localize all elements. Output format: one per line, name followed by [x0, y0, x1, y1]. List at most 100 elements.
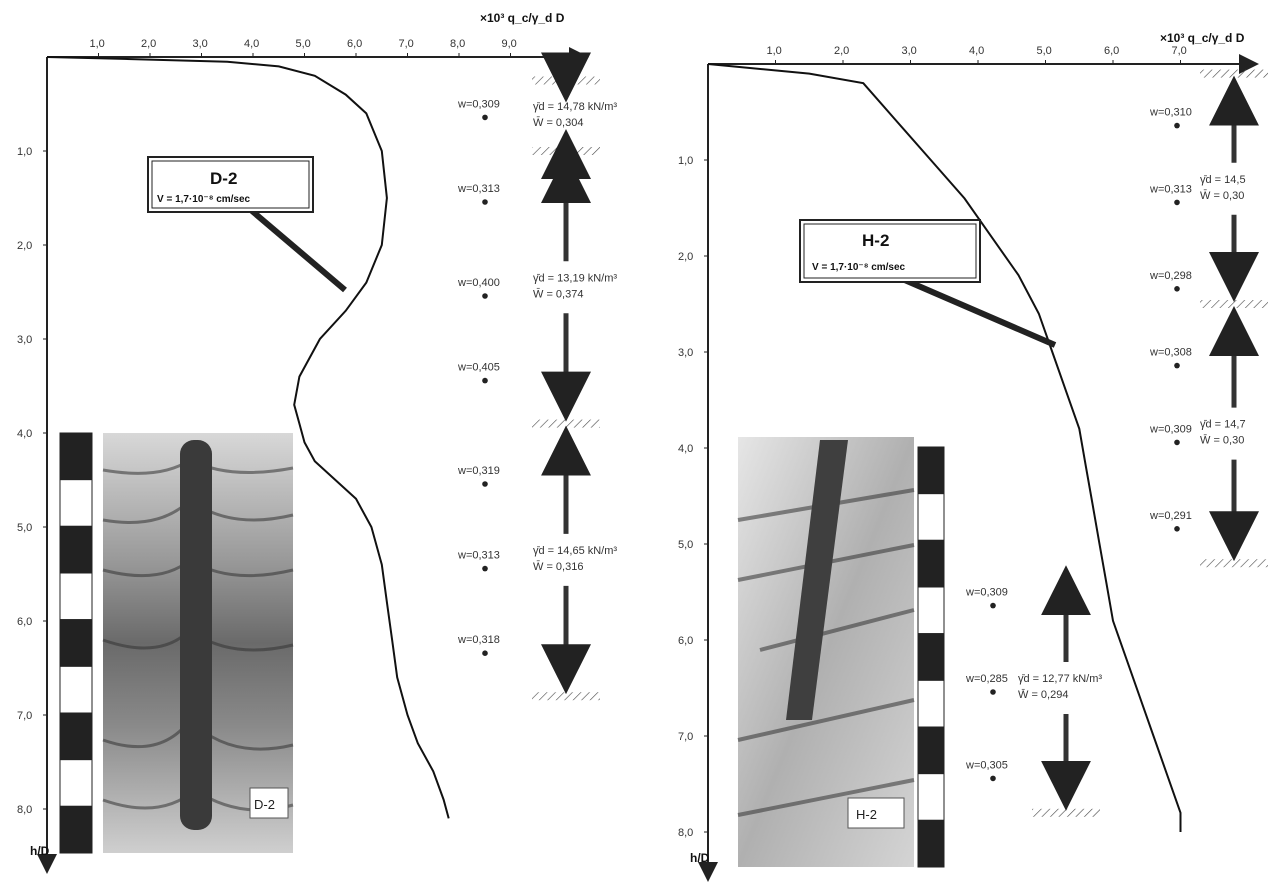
- scale-bar-h2: [917, 446, 945, 868]
- photo-label-h2: H-2: [856, 807, 877, 822]
- moisture-point: [1174, 362, 1180, 369]
- moisture-point: [482, 565, 488, 572]
- x-tick-label: 1,0: [90, 38, 105, 50]
- moisture-label: w=0,400: [457, 277, 500, 289]
- scale-block: [917, 493, 945, 541]
- layer-moisture: W̄ = 0,374: [533, 288, 583, 301]
- moisture-label: w=0,309: [457, 98, 500, 110]
- label-box-d2: D-2 V = 1,7·10⁻⁸ cm/sec: [147, 156, 347, 293]
- y-axis-label-h2: h/D: [690, 851, 710, 865]
- scale-block: [59, 805, 93, 854]
- y-tick-label: 4,0: [17, 428, 32, 440]
- scale-block: [917, 819, 945, 868]
- x-tick-label: 3,0: [902, 45, 917, 57]
- moisture-point: [482, 481, 488, 487]
- layer-boundary: [1200, 69, 1268, 78]
- scale-block: [59, 525, 93, 574]
- layer-density: γ̄d = 14,5: [1200, 174, 1246, 186]
- box-subtitle-d2: V = 1,7·10⁻⁸ cm/sec: [157, 194, 251, 205]
- layer-moisture: W̄ = 0,30: [1200, 434, 1244, 447]
- moisture-label: w=0,313: [457, 550, 500, 562]
- moisture-label: w=0,298: [1149, 270, 1192, 282]
- moisture-point: [482, 293, 488, 299]
- x-tick-label: 7,0: [399, 38, 414, 50]
- moisture-point: [990, 689, 996, 695]
- box-subtitle-h2: V = 1,7·10⁻⁸ cm/sec: [812, 262, 906, 273]
- moisture-point: [482, 650, 488, 656]
- layer-moisture: W̄ = 0,304: [533, 116, 583, 129]
- layer-density: γ̄d = 14,7: [1200, 419, 1246, 431]
- y-tick-label: 5,0: [17, 522, 32, 534]
- x-tick-label: 8,0: [450, 38, 465, 50]
- layer-boundary: [532, 692, 600, 701]
- scale-block: [59, 759, 93, 807]
- moisture-point: [1174, 526, 1180, 532]
- moisture-points-d2: w=0,309 w=0,313 w=0,400 w=0,405 w=0,319 w=0,3…: [457, 98, 500, 656]
- y-tick-label: 2,0: [678, 251, 693, 263]
- moisture-point: [482, 199, 488, 205]
- y-tick-label: 1,0: [17, 146, 32, 158]
- moisture-point: [990, 602, 996, 609]
- moisture-label: w=0,310: [1149, 107, 1192, 119]
- moisture-label: w=0,318: [457, 634, 500, 646]
- x-ticks-h2: 1,0 2,0 3,0 4,0 5,0 6,0 7,0: [767, 45, 1187, 64]
- x-tick-label: 5,0: [1037, 45, 1052, 57]
- y-tick-label: 8,0: [17, 804, 32, 816]
- layer-boundary: [1200, 300, 1268, 308]
- moisture-label: w=0,313: [1149, 183, 1192, 195]
- x-tick-label: 3,0: [193, 38, 208, 50]
- scale-block: [917, 679, 945, 728]
- scale-block: [917, 586, 945, 635]
- scale-block: [917, 539, 945, 588]
- layer-moisture: W̄ = 0,294: [1018, 688, 1068, 701]
- moisture-label: w=0,308: [1149, 347, 1192, 359]
- scale-block: [59, 619, 93, 667]
- x-tick-label: 2,0: [834, 45, 849, 57]
- core-photo-d2: D-2: [102, 433, 294, 853]
- moisture-point: [1174, 286, 1180, 292]
- x-tick-label: 4,0: [969, 45, 984, 57]
- y-tick-label: 4,0: [678, 443, 693, 455]
- y-tick-label: 8,0: [678, 827, 693, 839]
- layer-boundary: [1032, 808, 1100, 817]
- y-tick-label: 7,0: [678, 731, 693, 743]
- y-tick-label: 7,0: [17, 710, 32, 722]
- y-tick-label: 5,0: [678, 539, 693, 551]
- scale-block: [59, 712, 93, 761]
- moisture-label: w=0,313: [457, 183, 500, 195]
- moisture-point: [990, 775, 996, 782]
- moisture-label: w=0,291: [1149, 510, 1192, 522]
- scale-block: [59, 572, 93, 621]
- photo-label-d2: D-2: [254, 797, 275, 812]
- moisture-point: [1174, 122, 1180, 129]
- y-tick-label: 6,0: [17, 616, 32, 628]
- scale-block: [917, 633, 945, 681]
- layer-boundary: [1200, 559, 1268, 568]
- moisture-label: w=0,405: [457, 362, 500, 374]
- panel-h2: H-2 ×10³ q_c/γ_d D h/D 1,0 2,0 3,0 4,0 5,0 6,…: [678, 31, 1268, 882]
- x-tick-label: 4,0: [244, 38, 259, 50]
- label-box-h2: H-2 V = 1,7·10⁻⁸ cm/sec: [799, 219, 1057, 348]
- x-tick-label: 7,0: [1172, 45, 1187, 57]
- layer-density: γ̄d = 13,19 kN/m³: [533, 272, 617, 284]
- moisture-points-h2: w=0,310w=0,313w=0,298w=0,308w=0,309w=0,2…: [965, 107, 1192, 782]
- x-tick-label: 6,0: [1104, 45, 1119, 57]
- scale-block: [917, 446, 945, 495]
- y-ticks-h2: 1,0 2,0 3,0 4,0 5,0 6,0 7,0 8,0: [678, 155, 708, 839]
- core-photo-h2: H-2: [737, 437, 915, 867]
- layer-moisture: W̄ = 0,316: [533, 560, 583, 573]
- x-tick-label: 6,0: [347, 38, 362, 50]
- y-tick-label: 6,0: [678, 635, 693, 647]
- y-tick-label: 3,0: [678, 347, 693, 359]
- x-tick-label: 1,0: [767, 45, 782, 57]
- moisture-label: w=0,319: [457, 465, 500, 477]
- y-tick-label: 1,0: [678, 155, 693, 167]
- box-title-h2: H-2: [862, 231, 889, 250]
- scale-block: [917, 773, 945, 821]
- resistance-curve-h2: [707, 63, 1182, 832]
- x-axis-label-h2: ×10³ q_c/γ_d D: [1160, 31, 1245, 45]
- moisture-point: [482, 114, 488, 121]
